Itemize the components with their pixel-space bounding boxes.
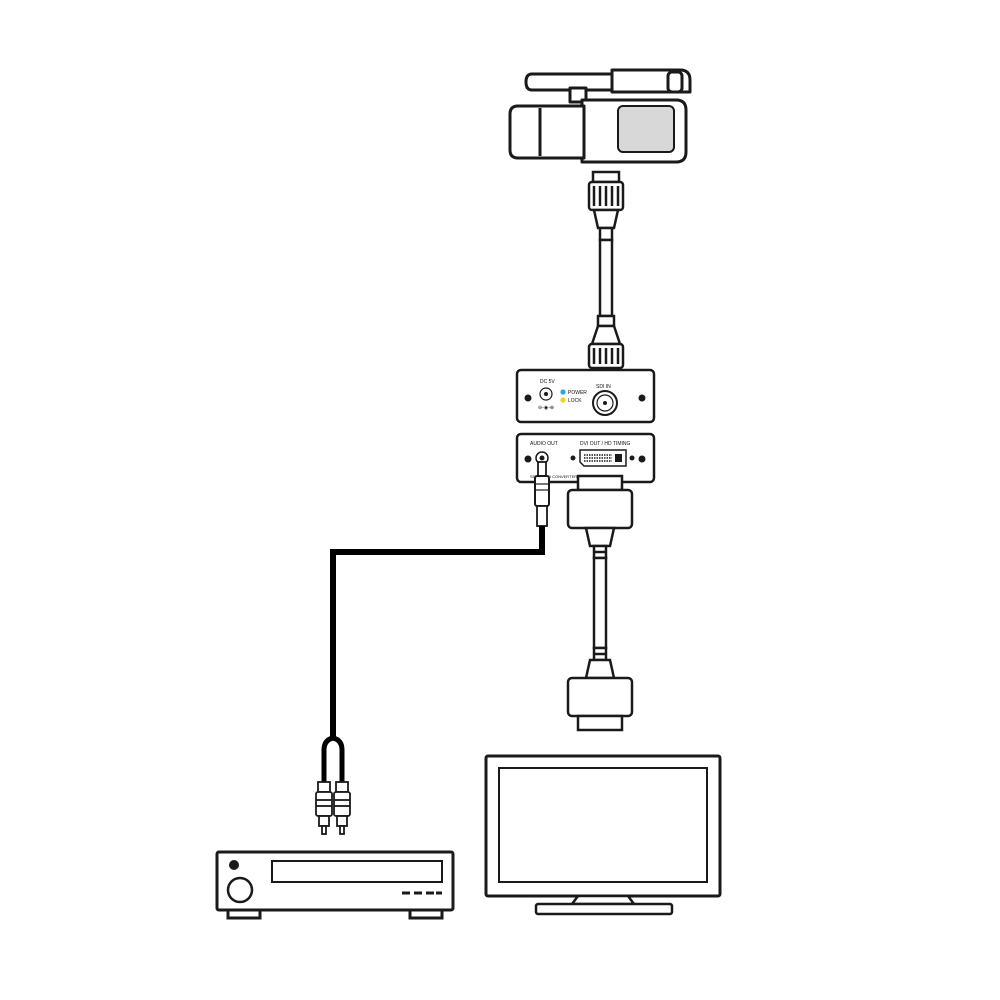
lock-led-label: LOCK bbox=[568, 398, 582, 404]
camcorder-icon bbox=[508, 68, 692, 164]
rca-plug-right-icon bbox=[333, 781, 351, 835]
screw-icon bbox=[638, 455, 646, 463]
dvi-out-label: DVI OUT / HD TIMING bbox=[580, 441, 630, 447]
audio-cable bbox=[315, 461, 550, 835]
monitor-icon bbox=[484, 754, 722, 916]
dc-polarity-label: ⊖-◉-⊕ bbox=[538, 405, 554, 411]
audio-out-label: AUDIO OUT bbox=[530, 441, 558, 447]
model-label: SDI TO DVI CONVERTER bbox=[530, 474, 577, 479]
audio-receiver-icon bbox=[215, 850, 455, 920]
screw-icon bbox=[524, 394, 532, 402]
power-led-label: POWER bbox=[568, 390, 587, 396]
rca-plug-left-icon bbox=[315, 781, 333, 835]
converter-front-panel: DC 5V ⊖-◉-⊕ POWER LOCK SDI IN bbox=[515, 368, 656, 424]
lock-led-icon bbox=[560, 397, 566, 403]
sdi-bnc-cable bbox=[587, 170, 625, 370]
sdi-in-label: SDI IN bbox=[596, 384, 611, 390]
screw-icon bbox=[638, 394, 646, 402]
screw-icon bbox=[524, 455, 532, 463]
dvi-cable bbox=[566, 474, 634, 732]
dc-input-label: DC 5V bbox=[540, 379, 555, 385]
power-led-icon bbox=[560, 389, 566, 395]
